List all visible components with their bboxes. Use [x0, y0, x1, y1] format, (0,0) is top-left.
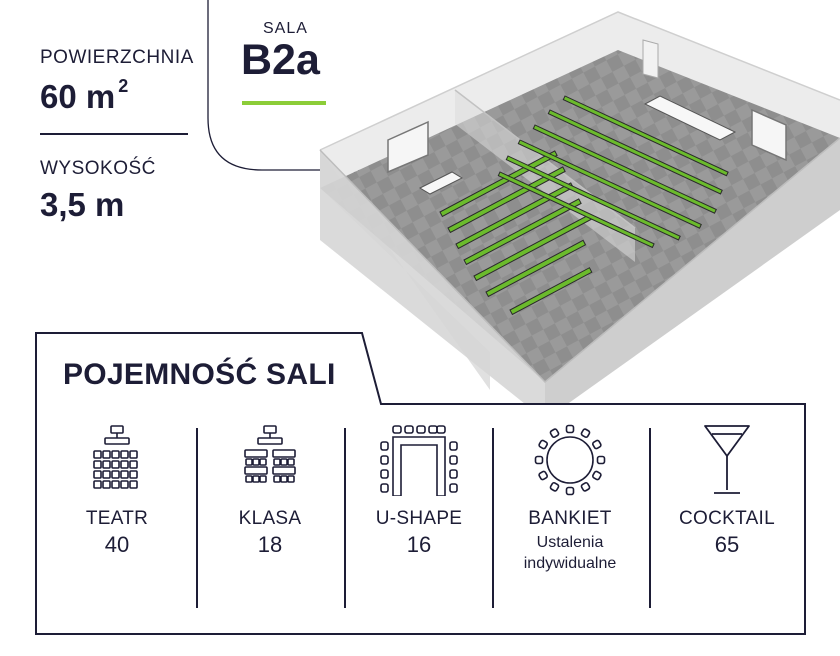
banquet-chair [549, 428, 560, 439]
banquet-chair [538, 470, 549, 481]
u-shape-layout-icon [380, 425, 458, 496]
banquet-chair [591, 470, 602, 481]
layout-theater: TEATR 40 [77, 424, 157, 558]
room-code: B2a [241, 36, 320, 84]
height-label: WYSOKOŚĆ [40, 158, 156, 179]
layout-note-line1: Ustalenia [536, 534, 604, 551]
layout-note-line2: indywidualne [523, 555, 617, 572]
layout-name: COCKTAIL [678, 508, 775, 529]
layout-cocktail: COCKTAIL 65 [672, 424, 782, 558]
layout-name: U-SHAPE [375, 508, 463, 529]
room-label: SALA [263, 20, 308, 37]
layout-classroom: KLASA 18 [230, 424, 310, 558]
area-label: POWIERZCHNIA [40, 47, 194, 68]
layout-banquet: BANKIET Ustalenia indywidualne [508, 424, 632, 574]
layout-name: TEATR [85, 508, 149, 529]
layout-capacity: 18 [257, 532, 283, 557]
layout-capacity: 16 [406, 532, 432, 557]
room-back-wall [320, 12, 840, 188]
height-value: 3,5 m [40, 186, 125, 223]
banquet-layout-icon [534, 424, 606, 496]
theater-layout-icon [93, 425, 138, 489]
banquet-chair [591, 439, 602, 450]
banquet-chair [580, 428, 591, 439]
area-unit-exponent: 2 [118, 76, 129, 96]
banquet-chair [565, 486, 575, 496]
stats-divider [40, 133, 188, 135]
layout-u-shape: U-SHAPE 16 [372, 424, 466, 558]
banquet-chair [538, 439, 549, 450]
banquet-chair [580, 481, 591, 492]
layout-capacity: 40 [104, 532, 130, 557]
banquet-chair [596, 455, 606, 465]
callout-line [207, 0, 356, 171]
banquet-chair [534, 455, 544, 465]
capacity-title: POJEMNOŚĆ SALI [63, 358, 336, 391]
classroom-layout-icon [244, 425, 296, 483]
cocktail-glass-icon [704, 425, 750, 494]
layout-name: KLASA [238, 508, 302, 529]
room-code-underline [242, 101, 326, 105]
layout-capacity: 65 [714, 532, 740, 557]
layout-name: BANKIET [528, 508, 612, 529]
banquet-chair [549, 481, 560, 492]
banquet-chair [565, 424, 575, 434]
